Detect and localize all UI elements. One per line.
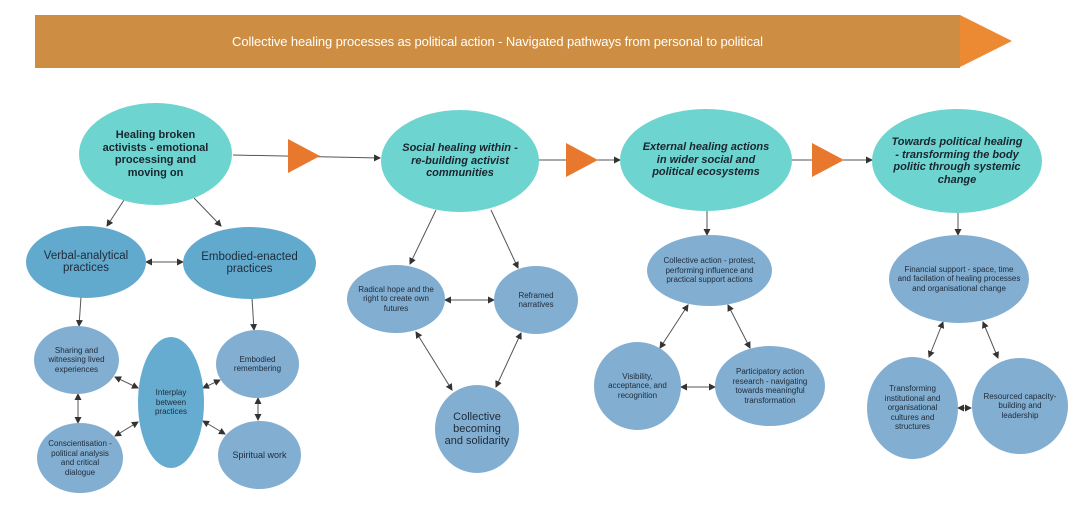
item-label: Interplay between practices bbox=[154, 388, 187, 417]
link-stage1-embodied bbox=[193, 197, 222, 227]
link-action-visibility bbox=[659, 304, 689, 349]
item-node-conscientisation: Conscientisation - political analysis an… bbox=[37, 423, 123, 493]
stage-arrow-1 bbox=[288, 139, 320, 173]
item-node-transforming-institutional: Transforming institutional and organisat… bbox=[867, 357, 958, 459]
stage-node-political-healing: Towards political healing - transforming… bbox=[872, 109, 1042, 213]
item-label: Participatory action research - navigati… bbox=[732, 367, 808, 405]
item-label: Reframed narratives bbox=[518, 290, 554, 310]
item-node-resourced-capacity-building: Resourced capacity-building and leadersh… bbox=[972, 358, 1068, 454]
stage-2-title: Social healing within - re-building acti… bbox=[402, 142, 518, 180]
item-node-participatory-action-research: Participatory action research - navigati… bbox=[715, 346, 825, 426]
item-label: Conscientisation - political analysis an… bbox=[48, 439, 112, 477]
link-action-participatory bbox=[727, 304, 751, 349]
item-label: Spiritual work bbox=[232, 450, 287, 460]
item-node-spiritual-work: Spiritual work bbox=[218, 421, 301, 489]
link-stage1-verbal bbox=[106, 199, 125, 227]
link-conscientisation-interplay bbox=[114, 421, 139, 437]
practice-label-embodied: Embodied-enacted practices bbox=[201, 251, 298, 275]
stage-1-title: Healing broken activists - emotional pro… bbox=[102, 129, 209, 179]
link-stage2-hope bbox=[409, 209, 437, 265]
stage-node-social-healing: Social healing within - re-building acti… bbox=[381, 110, 539, 212]
item-label: Embodied remembering bbox=[233, 354, 282, 374]
item-node-collective-becoming: Collective becoming and solidarity bbox=[435, 385, 519, 473]
link-hope-collective bbox=[415, 331, 453, 391]
item-label: Visibility, acceptance, and recognition bbox=[608, 371, 667, 400]
item-node-radical-hope: Radical hope and the right to create own… bbox=[347, 265, 445, 333]
item-label: Radical hope and the right to create own… bbox=[358, 284, 434, 313]
link-embodied-remembering bbox=[250, 297, 258, 331]
practice-node-verbal-analytical: Verbal-analytical practices bbox=[26, 226, 146, 298]
link-sharing-interplay bbox=[114, 376, 139, 389]
practice-label-verbal: Verbal-analytical practices bbox=[43, 250, 129, 274]
link-verbal-sharing bbox=[75, 296, 83, 327]
item-label: Collective becoming and solidarity bbox=[444, 411, 510, 447]
banner-title: Collective healing processes as politica… bbox=[232, 34, 763, 49]
item-label: Transforming institutional and organisat… bbox=[884, 384, 941, 432]
stage-arrow-2 bbox=[566, 143, 598, 177]
stage-4-title: Towards political healing - transforming… bbox=[891, 136, 1023, 186]
stage-node-external-healing: External healing actions in wider social… bbox=[620, 109, 792, 211]
item-label: Sharing and witnessing lived experiences bbox=[48, 345, 105, 374]
item-node-interplay: Interplay between practices bbox=[138, 337, 204, 468]
practice-node-embodied-enacted: Embodied-enacted practices bbox=[183, 227, 316, 299]
link-financial-resourced bbox=[982, 321, 999, 359]
link-reframed-collective bbox=[495, 332, 522, 388]
item-node-embodied-remembering: Embodied remembering bbox=[216, 330, 299, 398]
link-interplay-spiritual bbox=[202, 420, 226, 435]
item-node-visibility: Visibility, acceptance, and recognition bbox=[594, 342, 681, 430]
item-node-reframed-narratives: Reframed narratives bbox=[494, 266, 578, 334]
banner-arrow-tip bbox=[960, 15, 1012, 67]
item-label: Collective action - protest, performing … bbox=[663, 256, 756, 285]
stage-node-healing-broken-activists: Healing broken activists - emotional pro… bbox=[79, 103, 232, 205]
item-node-collective-action: Collective action - protest, performing … bbox=[647, 235, 772, 306]
link-interplay-remembering bbox=[202, 379, 221, 389]
stage-arrow-3 bbox=[812, 143, 844, 177]
item-label: Financial support - space, time and faci… bbox=[897, 264, 1021, 293]
title-banner: Collective healing processes as politica… bbox=[35, 15, 960, 68]
item-label: Resourced capacity-building and leadersh… bbox=[983, 391, 1057, 420]
stage-3-title: External healing actions in wider social… bbox=[642, 141, 770, 179]
link-financial-transforming bbox=[927, 321, 945, 358]
item-node-sharing-witnessing: Sharing and witnessing lived experiences bbox=[34, 326, 119, 394]
item-node-financial-support: Financial support - space, time and faci… bbox=[889, 235, 1029, 323]
link-stage2-reframed bbox=[490, 209, 519, 269]
